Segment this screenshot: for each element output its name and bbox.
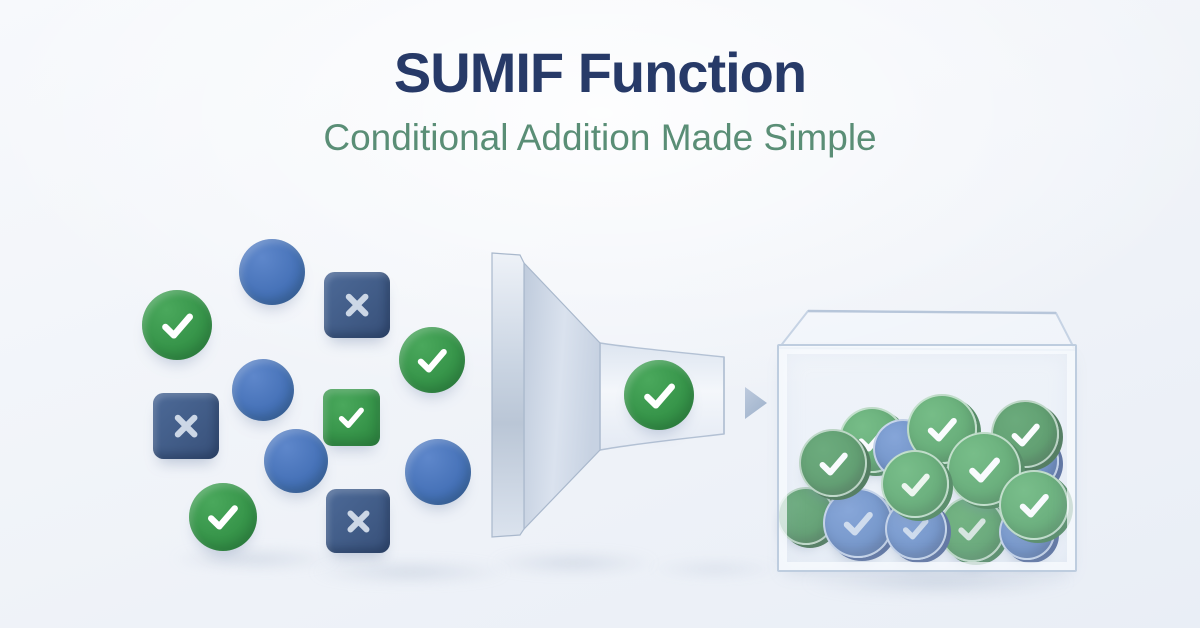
check-mark-icon <box>819 452 848 476</box>
reject-x-item <box>153 393 219 459</box>
green-check-item <box>189 483 257 551</box>
green-check-item <box>399 327 465 393</box>
page-subtitle: Conditional Addition Made Simple <box>323 117 877 158</box>
ground-shadow <box>150 546 360 572</box>
filtered-check-item <box>624 360 694 430</box>
blue-data-dot <box>232 359 294 421</box>
check-mark-icon <box>1019 493 1049 518</box>
reject-x-item <box>326 489 390 553</box>
page-title: SUMIF Function <box>393 41 807 104</box>
check-mark-icon <box>161 313 193 339</box>
funnel-cone <box>523 261 601 531</box>
result-check-coin <box>947 432 1021 506</box>
check-mark-icon <box>968 457 1000 483</box>
check-mark-icon <box>338 407 364 428</box>
blue-data-dot <box>405 439 471 505</box>
green-check-square-item <box>322 388 380 446</box>
flow-arrow-icon <box>745 387 767 419</box>
check-mark-icon <box>643 383 675 409</box>
check-mark-icon <box>1011 423 1040 447</box>
green-check-item <box>142 290 212 360</box>
ground-shadow <box>285 558 535 586</box>
blue-data-dot <box>264 429 328 493</box>
result-check-coin <box>881 450 949 518</box>
result-check-coin <box>999 470 1069 540</box>
check-mark-icon <box>903 519 929 540</box>
funnel-rim <box>491 252 525 538</box>
check-mark-icon <box>958 518 986 541</box>
check-mark-icon <box>927 417 957 442</box>
ground-shadow <box>468 550 678 576</box>
check-mark-icon <box>417 348 447 373</box>
result-check-coin <box>799 429 867 497</box>
ground-shadow <box>630 558 800 580</box>
x-mark-icon <box>345 293 369 317</box>
blue-data-dot <box>239 239 305 305</box>
reject-x-item <box>324 272 390 338</box>
x-mark-icon <box>174 414 198 438</box>
check-mark-icon <box>843 511 873 536</box>
funnel-graphic <box>491 252 725 538</box>
check-mark-icon <box>901 473 930 497</box>
check-mark-icon <box>208 505 239 530</box>
result-box-front-glass <box>777 344 1077 572</box>
x-mark-icon <box>346 509 369 532</box>
